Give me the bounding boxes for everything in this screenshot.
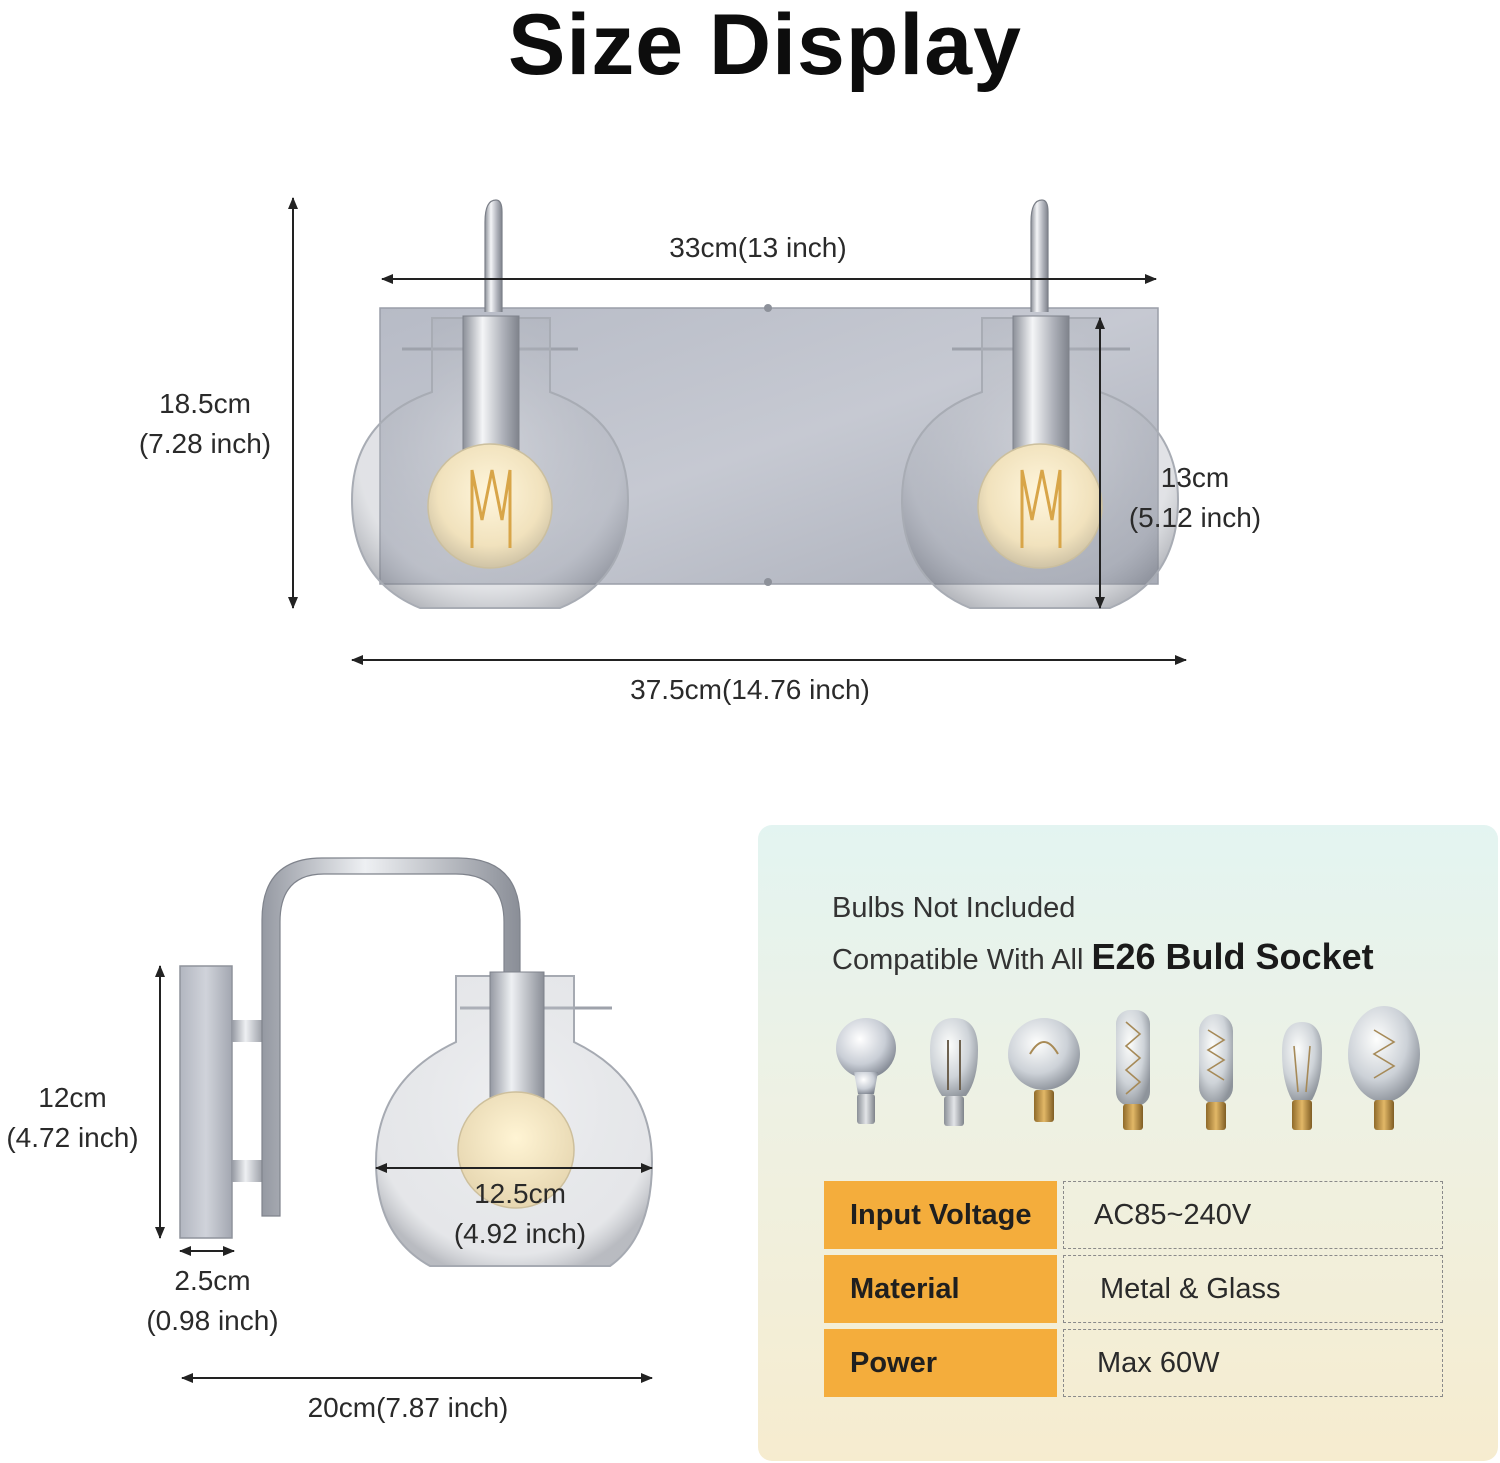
total-depth-label: 20cm(7.87 inch): [307, 1392, 509, 1423]
side-mount-lower: [232, 1160, 266, 1182]
inner-width-label: 33cm(13 inch): [669, 232, 847, 263]
side-height-cm-label: 12cm: [38, 1082, 107, 1113]
spec-value-input-voltage: AC85~240V: [1063, 1181, 1443, 1249]
page-title: Size Display: [508, 0, 1022, 93]
shade-height-in-label: (5.12 inch): [1128, 502, 1262, 533]
height-in-label: (7.28 inch): [138, 428, 272, 459]
compatibility-text: Compatible With All E26 Buld Socket: [832, 936, 1374, 978]
shade-width-cm-label: 12.5cm: [474, 1178, 566, 1209]
a19-bulb-icon: [836, 1018, 896, 1124]
side-view-drawing: [155, 857, 654, 1383]
st58-bulb-icon: [1282, 1022, 1322, 1130]
socket-type: E26 Buld Socket: [1091, 936, 1374, 977]
spec-value-material: Metal & Glass: [1063, 1255, 1443, 1323]
total-width-label: 37.5cm(14.76 inch): [630, 674, 870, 705]
spec-label-material: Material: [824, 1255, 1057, 1323]
side-mount-upper: [232, 1020, 266, 1042]
bulb-icons-row: [836, 1006, 1420, 1130]
t10-bulb-icon: [1199, 1014, 1233, 1130]
lamp-left: [350, 199, 630, 609]
spec-value-power: Max 60W: [1063, 1329, 1443, 1397]
g25-bulb-icon: [1008, 1018, 1080, 1122]
t45-bulb-icon: [1116, 1010, 1150, 1130]
front-view-drawing: [288, 197, 1187, 665]
height-cm-label: 18.5cm: [159, 388, 251, 419]
bulbs-not-included-text: Bulbs Not Included: [832, 892, 1076, 924]
spec-label-input-voltage: Input Voltage: [824, 1181, 1057, 1249]
shade-width-in-label: (4.92 inch): [453, 1218, 587, 1249]
st64-bulb-icon: [930, 1018, 978, 1126]
plate-depth-cm-label: 2.5cm: [174, 1265, 251, 1296]
side-height-in-label: (4.72 inch): [6, 1122, 139, 1153]
lamp-right: [900, 199, 1180, 609]
plate-depth-in-label: (0.98 inch): [146, 1305, 279, 1336]
side-backplate: [179, 965, 233, 1239]
g40-bulb-icon: [1348, 1006, 1420, 1130]
compatibility-prefix: Compatible With All: [832, 944, 1084, 976]
spec-label-power: Power: [824, 1329, 1057, 1397]
screw-bottom: [764, 578, 772, 586]
shade-height-cm-label: 13cm: [1160, 462, 1230, 493]
screw-top: [764, 304, 772, 312]
